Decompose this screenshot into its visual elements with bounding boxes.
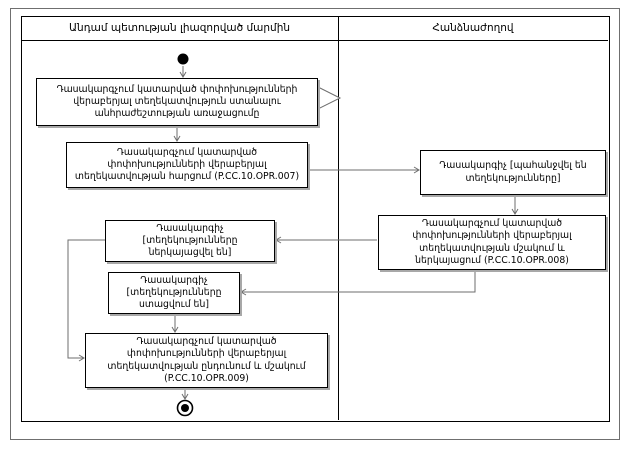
- swimlane-frame: [21, 16, 610, 422]
- object-state-information-received: Դասակարգիչ [տեղեկությունները ստացվում են…: [108, 272, 240, 314]
- activity-need-for-information: Դասակարգչում կատարված փոփոխությունների վ…: [36, 78, 318, 126]
- activity-request-information-opr007: Դասակարգչում կատարված փոփոխությունների վ…: [66, 142, 308, 188]
- activity-receive-and-process-opr009: Դասակարգչում կատարված փոփոխությունների վ…: [85, 333, 328, 388]
- object-state-information-presented: Դասակարգիչ [տեղեկությունները ներկայացվել…: [105, 220, 275, 262]
- diagram-outer-border: [10, 8, 620, 440]
- activity-process-and-present-opr008: Դասակարգչում կատարված փոփոխությունների վ…: [378, 215, 606, 270]
- swimlane-header-underline: [21, 40, 608, 41]
- lane-title-commission: Հանձնաժողով: [432, 22, 514, 34]
- object-state-information-requested: Դասակարգիչ [պահանջվել են տեղեկություններ…: [420, 150, 606, 195]
- lane-title-member-state: Անդամ պետության լիազորված մարմին: [69, 22, 290, 34]
- swimlane-divider: [338, 16, 339, 420]
